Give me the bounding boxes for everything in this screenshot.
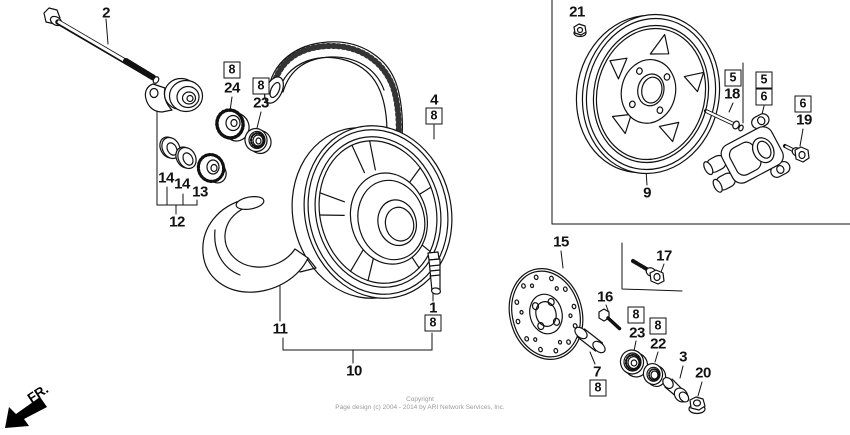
callout-6-box-stack[interactable]: 6 <box>755 88 773 106</box>
bushing-drawing <box>662 376 690 403</box>
axle-holder-drawing <box>144 77 204 113</box>
copyright-line2: Page design (c) 2004 - 2014 by ARI Netwo… <box>335 403 505 411</box>
callout-4[interactable]: 4 <box>430 91 438 109</box>
bolt-16-drawing <box>598 308 622 331</box>
callout-19[interactable]: 19 <box>796 111 812 129</box>
washers-drawing <box>159 136 197 170</box>
callout-16[interactable]: 16 <box>597 288 613 306</box>
rear-wheel-drawing <box>291 125 453 299</box>
callout-10[interactable]: 10 <box>346 362 362 380</box>
copyright-line1: Copyright <box>406 396 434 403</box>
callout-12[interactable]: 12 <box>169 213 185 231</box>
slide-pin-drawing <box>704 109 744 132</box>
callout-24[interactable]: 24 <box>224 79 240 97</box>
callout-13[interactable]: 13 <box>192 183 208 201</box>
callout-8-box-23-left[interactable]: 8 <box>252 77 270 95</box>
callout-8-box-23-right[interactable]: 8 <box>627 306 645 324</box>
copyright-watermark: Copyright Page design (c) 2004 - 2014 by… <box>330 396 510 411</box>
callout-6-box-19[interactable]: 6 <box>794 95 812 113</box>
callout-7[interactable]: 7 <box>593 363 601 381</box>
callout-5-box-stack[interactable]: 5 <box>755 71 773 89</box>
bearing-right-drawing <box>619 349 649 378</box>
callout-3[interactable]: 3 <box>679 348 687 366</box>
callout-1[interactable]: 1 <box>429 299 437 317</box>
axle-bolt-drawing <box>43 7 160 84</box>
callout-8-box-22[interactable]: 8 <box>649 317 667 335</box>
fr-direction-arrow <box>5 397 47 428</box>
valve-stem-drawing <box>427 251 442 295</box>
stamped-rim-drawing <box>575 13 721 175</box>
section-brackets <box>156 0 850 364</box>
callout-14-b[interactable]: 14 <box>174 175 190 193</box>
nut-21-drawing <box>573 23 587 38</box>
swingarm-cover-drawing <box>202 196 317 293</box>
callout-21[interactable]: 21 <box>569 3 585 21</box>
callout-8-box-1[interactable]: 8 <box>424 314 442 332</box>
bearing-left-drawing <box>244 127 272 155</box>
callout-23-left[interactable]: 23 <box>253 94 269 112</box>
callout-23-right[interactable]: 23 <box>629 324 645 342</box>
callout-22[interactable]: 22 <box>650 335 666 353</box>
callout-9[interactable]: 9 <box>643 184 651 202</box>
callout-2[interactable]: 2 <box>102 4 110 22</box>
brake-caliper-drawing <box>703 113 791 193</box>
nut-20-drawing <box>688 396 706 415</box>
callout-11[interactable]: 11 <box>272 320 288 338</box>
spline-cone-drawing <box>196 153 227 184</box>
callout-8-box-7[interactable]: 8 <box>589 379 607 397</box>
callout-8-box-4[interactable]: 8 <box>425 107 443 125</box>
brake-disc-drawing <box>508 268 584 360</box>
bolt-17-drawing <box>631 259 665 285</box>
callout-5-box-18[interactable]: 5 <box>724 69 742 87</box>
callout-15[interactable]: 15 <box>553 233 569 251</box>
callout-14-a[interactable]: 14 <box>158 169 174 187</box>
callout-8-box-24[interactable]: 8 <box>223 61 241 79</box>
callout-20[interactable]: 20 <box>695 364 711 382</box>
seal-drawing <box>642 362 667 388</box>
spacer-drawing <box>574 326 606 354</box>
callout-18[interactable]: 18 <box>724 85 740 103</box>
callout-17[interactable]: 17 <box>656 247 672 265</box>
bearing-retainer-drawing <box>215 108 250 142</box>
bolt-19-drawing <box>783 144 810 163</box>
